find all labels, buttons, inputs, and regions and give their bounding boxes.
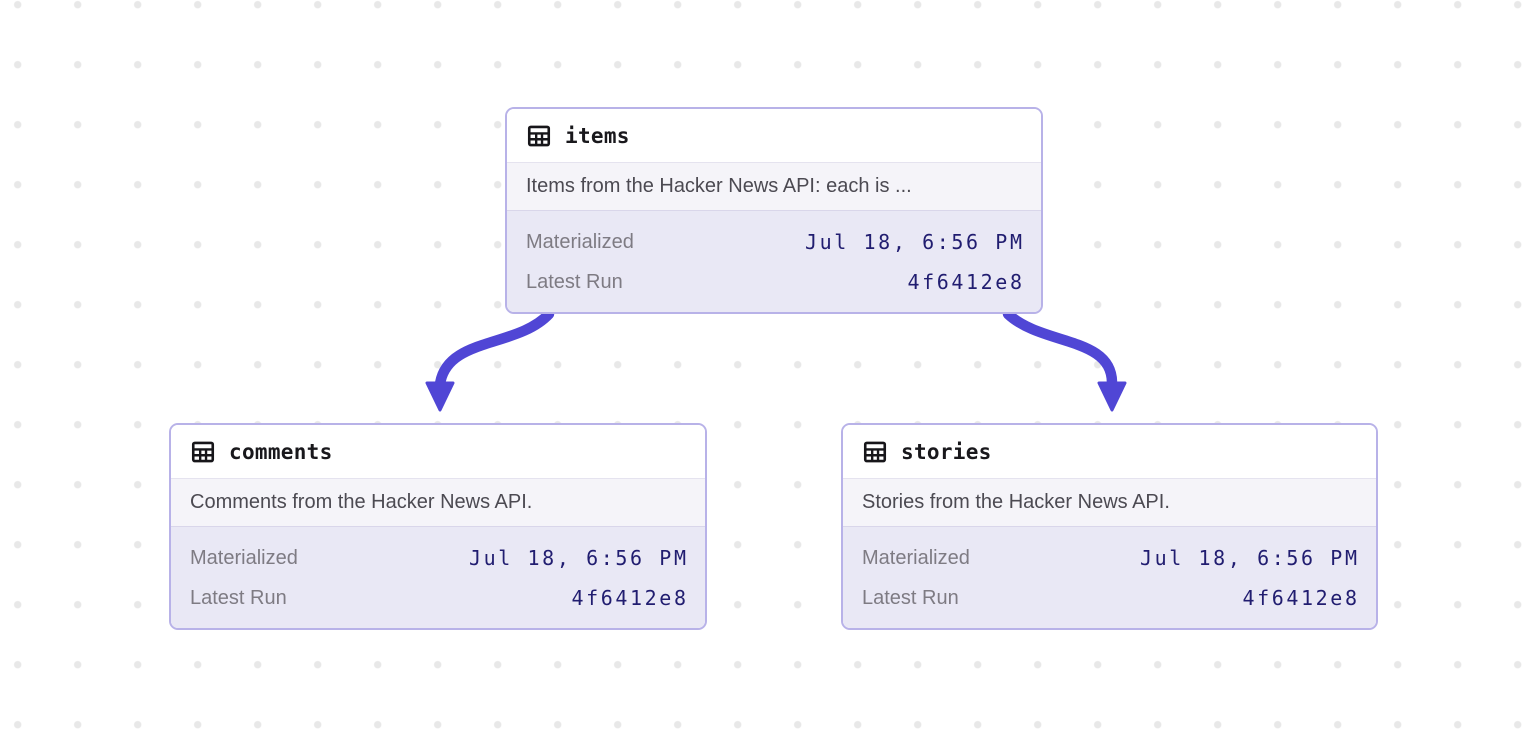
latest-run-label: Latest Run — [862, 586, 959, 609]
materialized-label: Materialized — [862, 546, 970, 569]
asset-node-comments[interactable]: comments Comments from the Hacker News A… — [169, 423, 707, 630]
materialized-row: Materialized Jul 18, 6:56 PM — [862, 538, 1357, 578]
materialized-timestamp: Jul 18, 6:56 PM — [1139, 546, 1360, 570]
edge-items-to-comments — [434, 308, 555, 390]
table-icon — [862, 439, 888, 465]
materialized-timestamp: Jul 18, 6:56 PM — [468, 546, 689, 570]
asset-node-header: comments — [171, 425, 705, 478]
latest-run-label: Latest Run — [526, 270, 623, 293]
table-icon — [190, 439, 216, 465]
table-icon — [526, 123, 552, 149]
asset-name: stories — [901, 439, 992, 464]
arrowhead-comments — [425, 381, 455, 412]
asset-node-header: items — [507, 109, 1041, 162]
arrowhead-stories — [1097, 381, 1127, 412]
latest-run-id[interactable]: 4f6412e8 — [1242, 586, 1360, 610]
asset-description: Items from the Hacker News API: each is … — [507, 162, 1041, 210]
latest-run-row: Latest Run 4f6412e8 — [190, 578, 686, 618]
asset-stats: Materialized Jul 18, 6:56 PM Latest Run … — [171, 526, 705, 628]
asset-description: Comments from the Hacker News API. — [171, 478, 705, 526]
materialized-row: Materialized Jul 18, 6:56 PM — [526, 222, 1022, 262]
asset-node-stories[interactable]: stories Stories from the Hacker News API… — [841, 423, 1378, 630]
edge-items-to-stories — [1002, 308, 1118, 390]
latest-run-id[interactable]: 4f6412e8 — [907, 270, 1025, 294]
materialized-label: Materialized — [526, 230, 634, 253]
latest-run-row: Latest Run 4f6412e8 — [526, 262, 1022, 302]
latest-run-row: Latest Run 4f6412e8 — [862, 578, 1357, 618]
asset-name: items — [565, 123, 630, 148]
asset-stats: Materialized Jul 18, 6:56 PM Latest Run … — [843, 526, 1376, 628]
materialized-timestamp: Jul 18, 6:56 PM — [804, 230, 1025, 254]
latest-run-label: Latest Run — [190, 586, 287, 609]
materialized-row: Materialized Jul 18, 6:56 PM — [190, 538, 686, 578]
asset-stats: Materialized Jul 18, 6:56 PM Latest Run … — [507, 210, 1041, 312]
latest-run-id[interactable]: 4f6412e8 — [571, 586, 689, 610]
asset-description: Stories from the Hacker News API. — [843, 478, 1376, 526]
asset-node-items[interactable]: items Items from the Hacker News API: ea… — [505, 107, 1043, 314]
asset-node-header: stories — [843, 425, 1376, 478]
materialized-label: Materialized — [190, 546, 298, 569]
asset-name: comments — [229, 439, 333, 464]
